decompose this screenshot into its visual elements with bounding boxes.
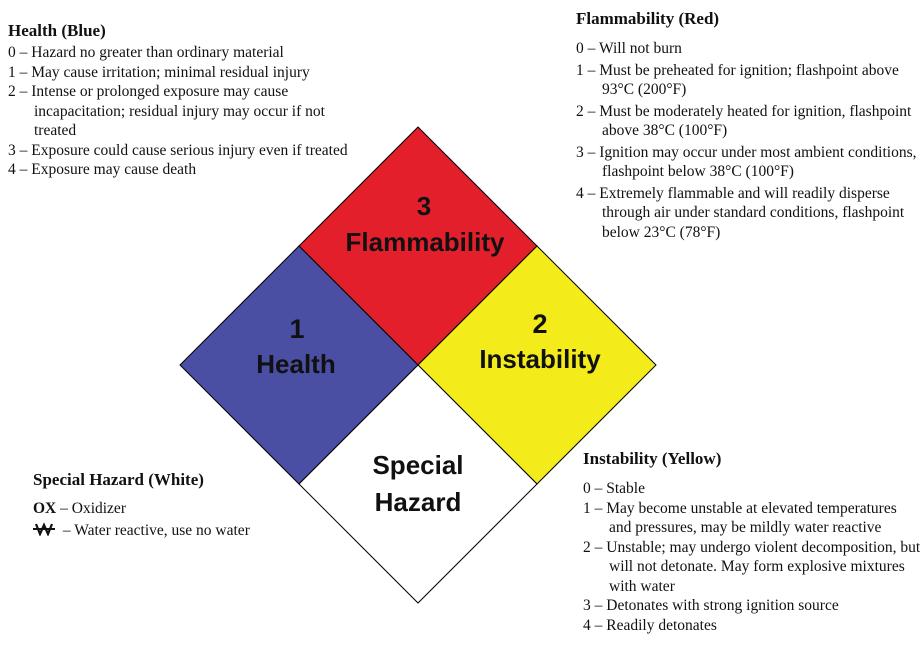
instability-legend-item: 3 – Detonates with strong ignition sourc…: [583, 597, 839, 614]
flammability-legend-item: 4 – Extremely flammable and will readily…: [576, 184, 905, 241]
instability-legend: Instability (Yellow) 0 – Stable 1 – May …: [583, 447, 921, 635]
special-hazard-legend-title: Special Hazard (White): [33, 470, 204, 489]
special-hazard-label-line1: Special: [372, 450, 463, 480]
health-rating: 1: [289, 314, 304, 344]
water-reactive-row: – Water reactive, use no water: [33, 520, 313, 542]
flammability-legend-item: 2 – Must be moderately heated for igniti…: [576, 102, 912, 140]
health-legend-item: 1 – May cause irritation; minimal residu…: [8, 63, 310, 81]
health-legend-item: 0 – Hazard no greater than ordinary mate…: [8, 44, 284, 61]
special-hazard-quadrant: [298, 364, 538, 604]
flammability-legend-item: 0 – Will not burn: [576, 40, 682, 57]
flammability-legend-item: 1 – Must be preheated for ignition; flas…: [576, 61, 899, 99]
health-legend-item: 2 – Intense or prolonged exposure may ca…: [8, 83, 325, 139]
health-legend-item: 3 – Exposure could cause serious injury …: [8, 141, 348, 159]
instability-legend-list: 0 – Stable 1 – May become unstable at el…: [583, 479, 921, 635]
flammability-rating: 3: [417, 191, 431, 221]
oxidizer-row: OX – Oxidizer: [33, 500, 126, 517]
flammability-label: Flammability: [346, 227, 505, 257]
flammability-legend-item: 3 – Ignition may occur under most ambien…: [576, 143, 917, 181]
instability-legend-item: 1 – May become unstable at elevated temp…: [583, 499, 897, 537]
instability-legend-item: 0 – Stable: [583, 480, 645, 497]
instability-label: Instability: [479, 344, 601, 374]
instability-legend-item: 4 – Readily detonates: [583, 616, 717, 634]
health-legend-title: Health (Blue): [8, 21, 106, 40]
health-label: Health: [256, 349, 335, 379]
water-reactive-icon: [33, 522, 55, 537]
special-hazard-label-line2: Hazard: [375, 487, 462, 517]
health-legend-list: 0 – Hazard no greater than ordinary mate…: [8, 43, 353, 180]
special-hazard-legend: Special Hazard (White) OX – Oxidizer – W…: [33, 468, 313, 542]
instability-legend-title: Instability (Yellow): [583, 449, 722, 468]
oxidizer-text: Oxidizer: [71, 500, 126, 517]
flammability-legend-title: Flammability (Red): [576, 9, 720, 28]
instability-legend-item: 2 – Unstable; may undergo violent decomp…: [583, 538, 921, 595]
health-legend-item: 4 – Exposure may cause death: [8, 161, 197, 178]
flammability-legend: Flammability (Red) 0 – Will not burn 1 –…: [576, 7, 918, 244]
oxidizer-code: OX: [33, 500, 57, 517]
water-reactive-text: Water reactive, use no water: [74, 522, 250, 539]
instability-rating: 2: [532, 309, 547, 339]
flammability-legend-list: 0 – Will not burn 1 – Must be preheated …: [576, 39, 918, 242]
health-legend: Health (Blue) 0 – Hazard no greater than…: [8, 19, 353, 180]
